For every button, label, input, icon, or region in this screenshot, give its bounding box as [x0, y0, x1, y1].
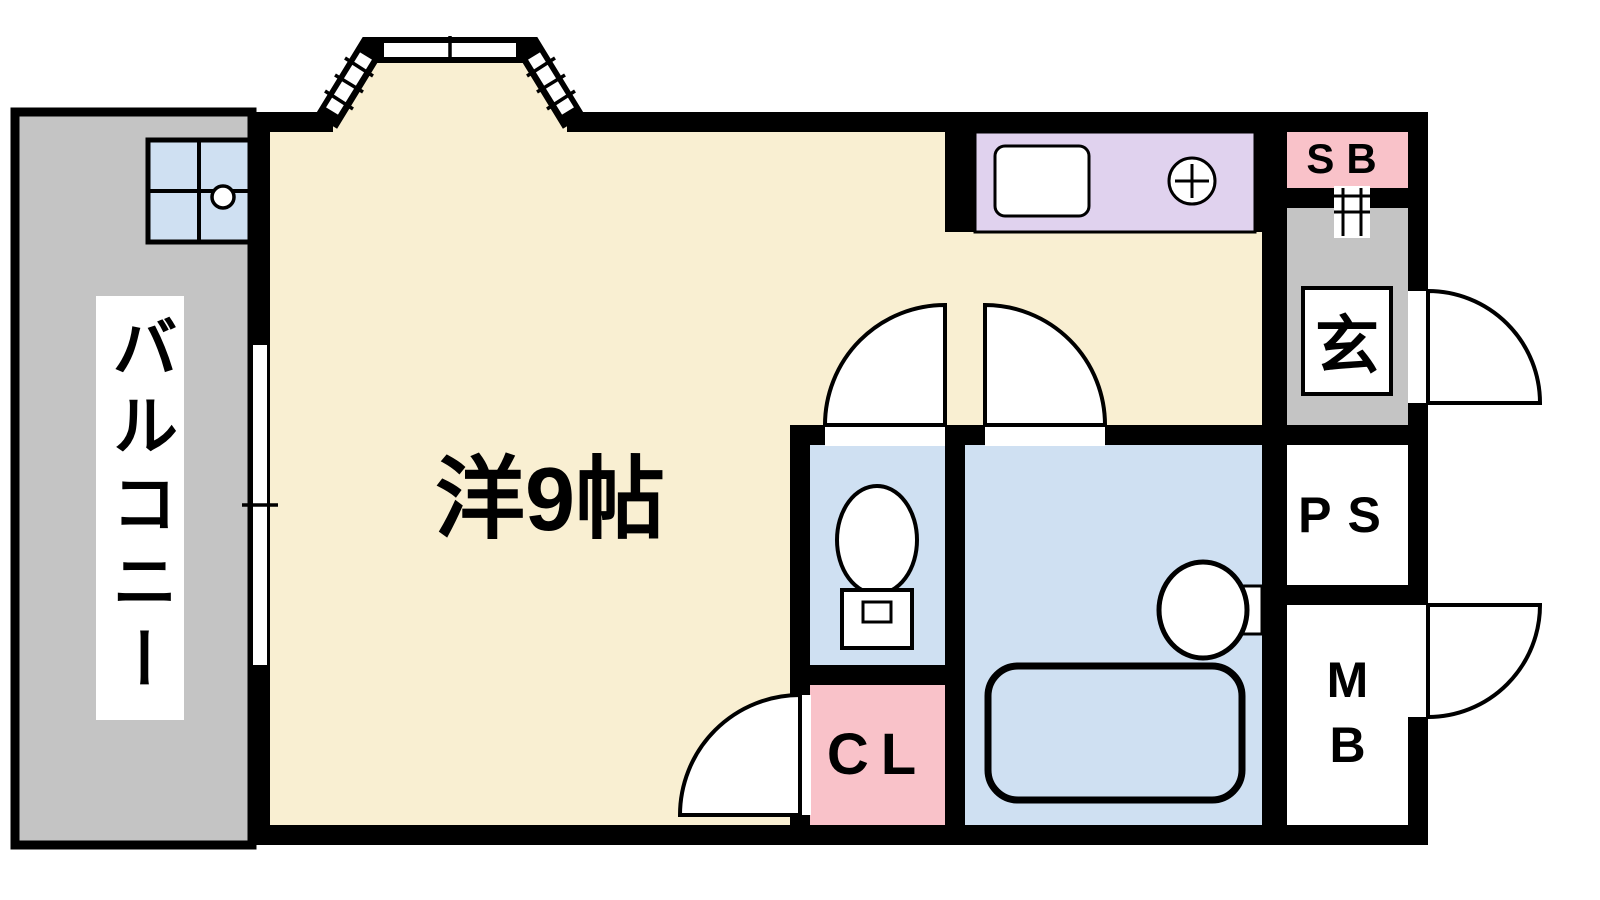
stove-icon: [1167, 156, 1217, 206]
pipe-space-floor: [1287, 445, 1408, 585]
vent-window-icon: [1334, 186, 1370, 238]
bay-window-floor: [333, 56, 567, 141]
meter-box-label: M B: [1326, 652, 1369, 773]
closet-label: CL: [826, 721, 929, 787]
wash-basin-icon: [1156, 559, 1250, 661]
kitchen-sink-icon: [993, 144, 1091, 218]
kitchen-counter: [973, 130, 1257, 234]
closet-door-arc: [677, 692, 802, 817]
entrance-door-opening: [1408, 291, 1428, 403]
shoe-box-label: SB: [1306, 135, 1389, 182]
toilet-door-arc: [822, 302, 947, 427]
balcony-area: [10, 107, 257, 850]
shoe-box-floor: [1287, 132, 1408, 188]
meter-box-floor: [1287, 605, 1408, 825]
main-room-floor: [270, 132, 1262, 825]
pipe-space-label: PS: [1298, 487, 1397, 543]
main-room-label: 洋9帖: [434, 449, 666, 550]
balcony-window: [242, 345, 278, 665]
bathroom-door-arc: [983, 302, 1108, 427]
entrance-label: 玄: [1301, 286, 1393, 396]
bathtub-icon: [984, 662, 1246, 804]
meter-box-door-arc: [1426, 603, 1543, 720]
toilet-icon: [835, 484, 919, 650]
toilet-door-opening: [825, 424, 945, 446]
entrance-door-arc: [1426, 288, 1543, 405]
bay-window: [314, 36, 586, 129]
bathroom-door-opening: [985, 424, 1105, 446]
washing-machine-pan-icon: [145, 137, 253, 245]
balcony-label: バルコニー: [96, 296, 184, 720]
closet-floor: [810, 685, 945, 825]
meter-box-door-opening: [1408, 605, 1428, 717]
